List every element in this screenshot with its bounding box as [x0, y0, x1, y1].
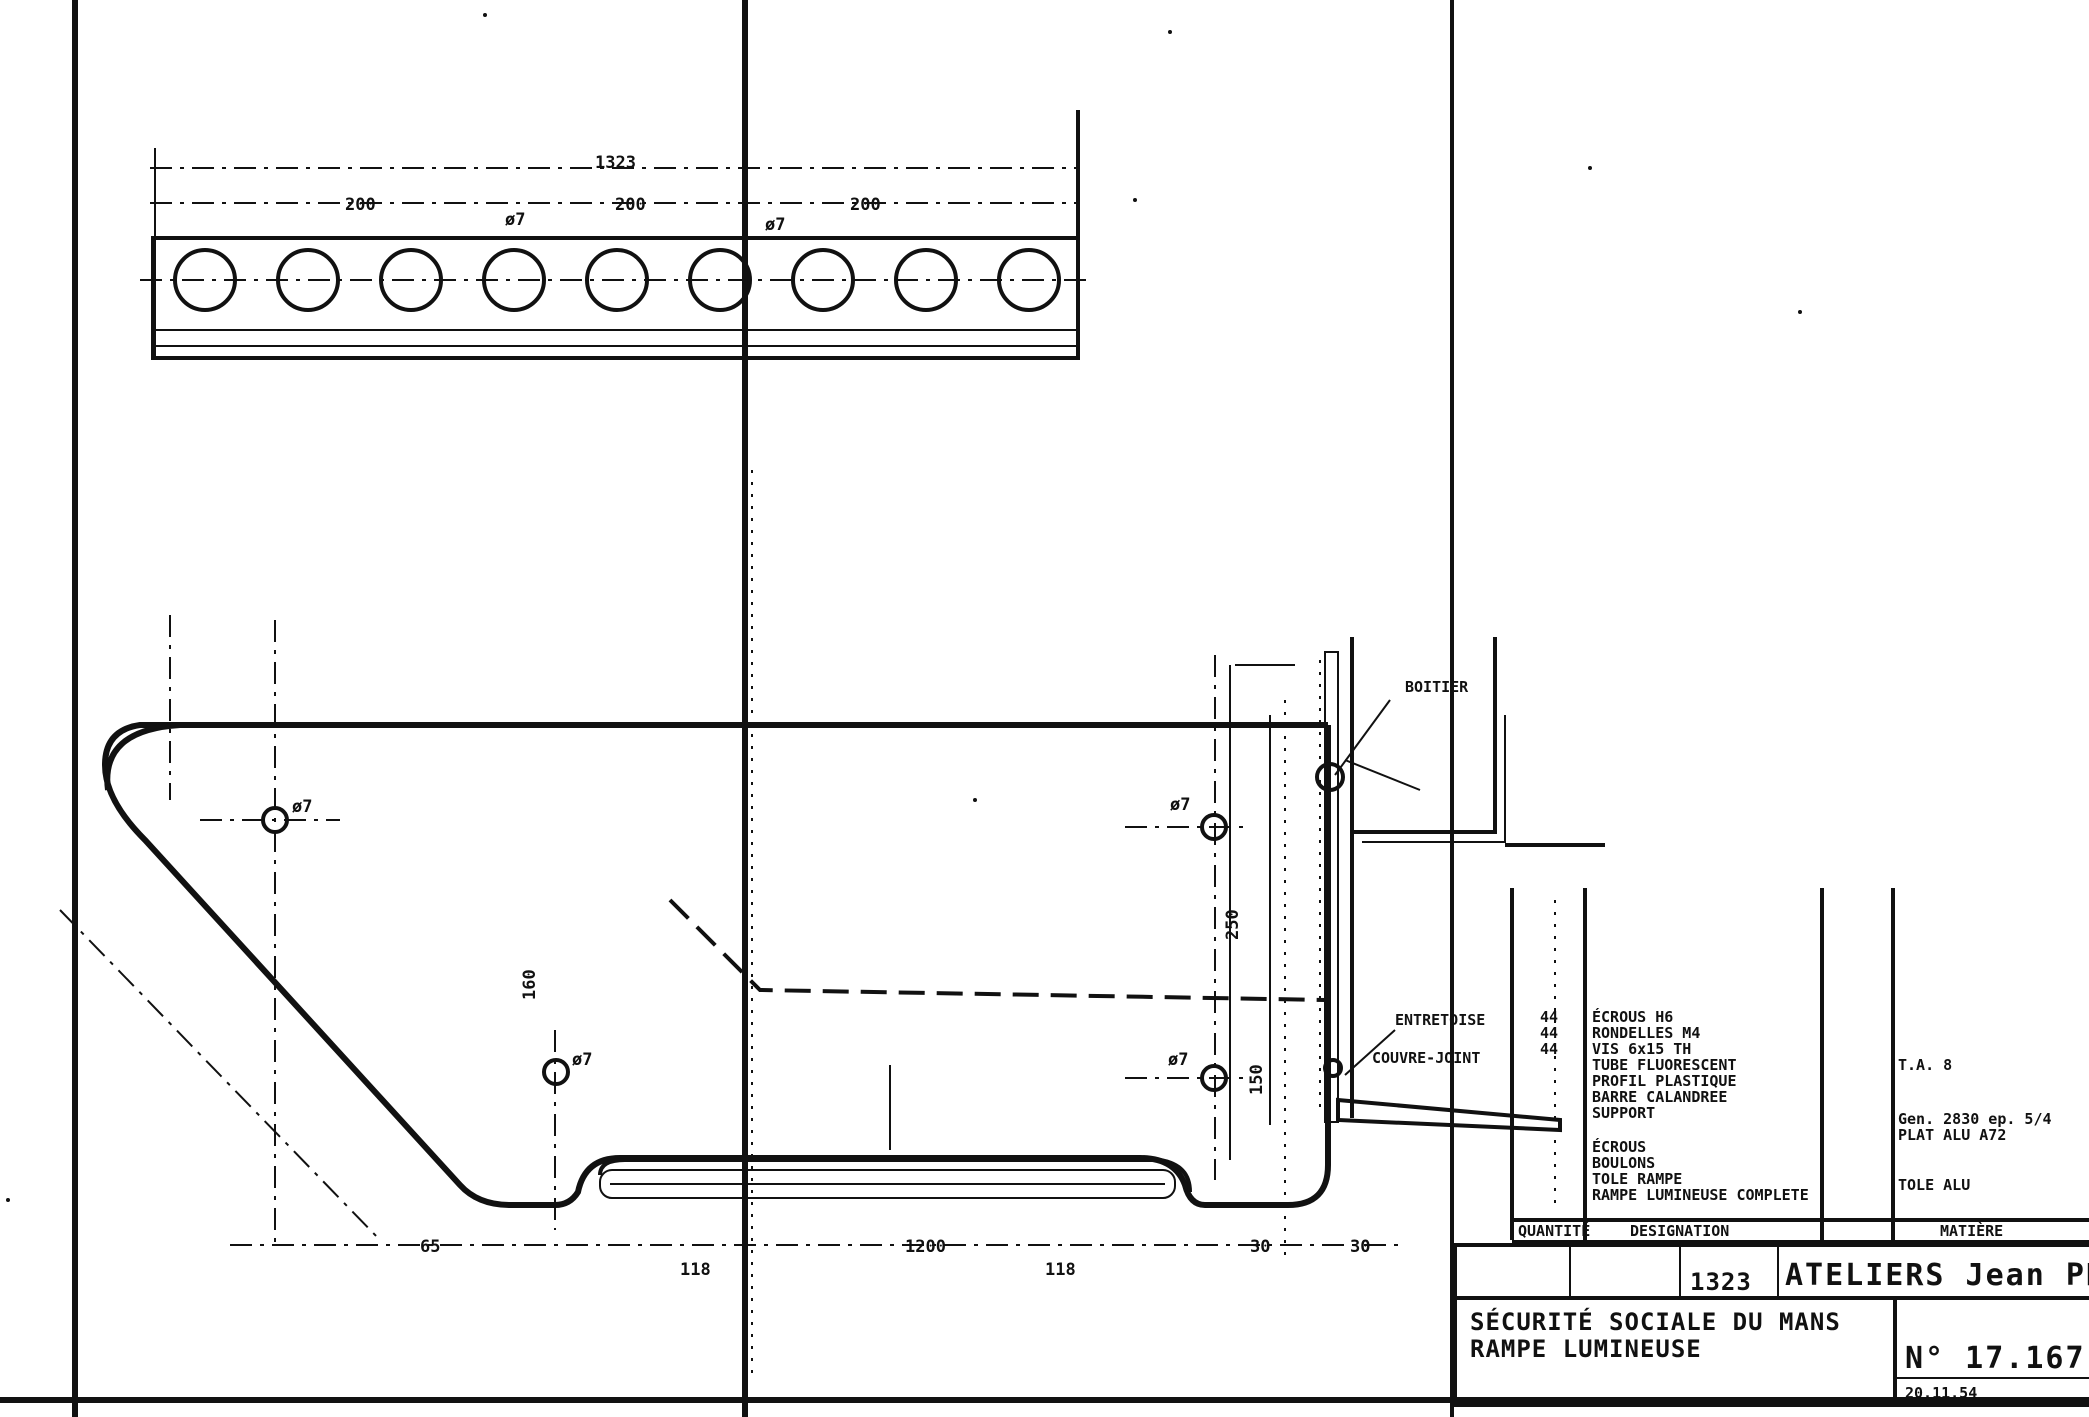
parts-list: QUANTITÉ DESIGNATION MATIÈRE 44 ÉCROUS H… [1510, 888, 2089, 1244]
dim-30-a: 30 [1250, 1237, 1270, 1257]
section-holes [261, 762, 1345, 1092]
drawing-number: N° 17.167 [1905, 1341, 2086, 1376]
part-label-6: BARRE CALANDREE [1592, 1088, 1727, 1106]
part-label-4: TUBE FLUORESCENT [1592, 1056, 1737, 1074]
part-qty-2: 44 [1540, 1024, 1558, 1042]
part-label-8: ÉCROUS [1592, 1137, 1646, 1156]
section-hole-label-3: ø7 [1170, 795, 1190, 815]
strip-spacing-2: 200 [615, 195, 646, 215]
parts-header-quantite: QUANTITÉ [1518, 1221, 1590, 1240]
strip-hole-label-1: ø7 [505, 210, 525, 230]
strip-holes [173, 248, 1061, 312]
material-notes: T.A. 8 Gen. 2830 ep. 5/4 PLAT ALU A72 TO… [1898, 1056, 2052, 1194]
strip-overall-dim: 1323 [595, 153, 636, 173]
part-label-5: PROFIL PLASTIQUE [1592, 1072, 1737, 1090]
title-dimension: 1323 [1690, 1268, 1752, 1296]
part-label-1: ÉCROUS H6 [1592, 1007, 1673, 1026]
part-label-9: BOULONS [1592, 1154, 1655, 1172]
dim-118-right: 118 [1045, 1260, 1076, 1280]
dim-1200: 1200 [905, 1237, 946, 1257]
title-block: 1323 ATELIERS Jean PROUVÉ SÉCURITÉ SOCIA… [1453, 1243, 2089, 1407]
parts-header-matiere: MATIÈRE [1940, 1221, 2003, 1240]
material-note-4: TOLE ALU [1898, 1176, 1970, 1194]
scan-specks [6, 13, 1802, 1202]
callout-boitier: BOITIER [1405, 678, 1469, 696]
section-hole-label-4: ø7 [1168, 1050, 1188, 1070]
parts-rows: 44 ÉCROUS H6 44 RONDELLES M4 44 VIS 6x15… [1540, 1007, 1809, 1204]
project-line-2: RAMPE LUMINEUSE [1470, 1335, 1702, 1363]
callout-entretoise: ENTRETOISE [1395, 1011, 1485, 1029]
section-view: 65 118 1200 118 30 30 250 150 160 ø7 ø7 … [59, 470, 1605, 1380]
dim-118-left: 118 [680, 1260, 711, 1280]
project-line-1: SÉCURITÉ SOCIALE DU MANS [1470, 1307, 1841, 1336]
section-hole-label-2: ø7 [572, 1050, 592, 1070]
drawing-date: 20.11.54 [1905, 1384, 1977, 1402]
section-hole-label-1: ø7 [292, 797, 312, 817]
part-label-11: RAMPE LUMINEUSE COMPLETE [1592, 1186, 1809, 1204]
strip-spacing-1: 200 [345, 195, 376, 215]
part-label-2: RONDELLES M4 [1592, 1024, 1700, 1042]
dim-160: 160 [520, 969, 540, 1000]
material-note-1: T.A. 8 [1898, 1056, 1952, 1074]
part-qty-3: 44 [1540, 1040, 1558, 1058]
callout-couvre-joint: COUVRE-JOINT [1372, 1049, 1480, 1067]
strip-hole-label-2: ø7 [765, 215, 785, 235]
part-qty-1: 44 [1540, 1008, 1558, 1026]
strip-spacing-3: 200 [850, 195, 881, 215]
dim-150: 150 [1247, 1064, 1267, 1095]
parts-header-designation: DESIGNATION [1630, 1222, 1729, 1240]
dim-65: 65 [420, 1237, 440, 1257]
dim-250: 250 [1223, 909, 1243, 940]
part-label-7: SUPPORT [1592, 1104, 1655, 1122]
dim-30-b: 30 [1350, 1237, 1370, 1257]
company-name: ATELIERS Jean PROUVÉ [1785, 1257, 2089, 1293]
material-note-3: PLAT ALU A72 [1898, 1126, 2006, 1144]
material-note-2: Gen. 2830 ep. 5/4 [1898, 1110, 2052, 1128]
part-label-10: TOLE RAMPE [1592, 1170, 1682, 1188]
top-view-strip: 1323 200 200 200 ø7 ø7 [140, 110, 1090, 360]
part-label-3: VIS 6x15 TH [1592, 1040, 1691, 1058]
